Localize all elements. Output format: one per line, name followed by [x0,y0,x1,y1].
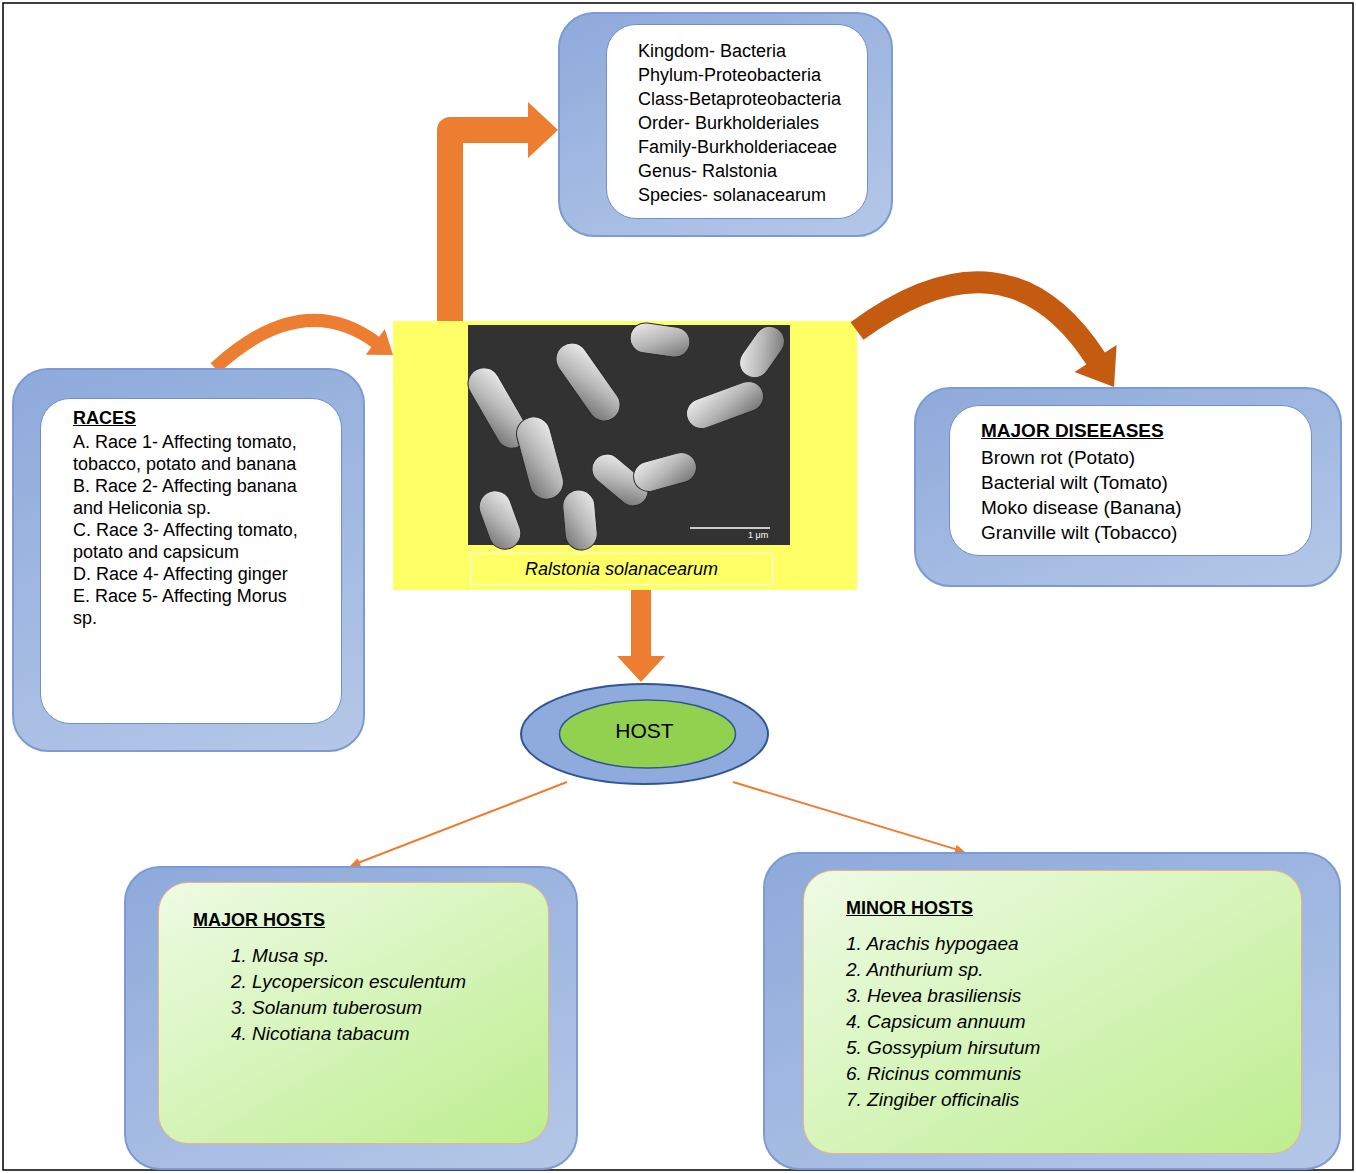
connector-arrow [350,782,567,867]
box-text: Genus- Ralstonia [638,159,863,183]
connector-arrow [733,782,965,853]
connector-arrow [215,320,393,368]
box-text: 5. Gossypium hirsutum [876,1035,1276,1061]
scale-bar-label: 1 μm [748,530,768,540]
minor-hosts-box: MINOR HOSTS 1. Arachis hypogaea2. Anthuri… [763,852,1341,1170]
organism-panel: Ralstonia solanacearum [393,321,857,590]
box-heading: MAJOR DISEEASES [981,418,1301,443]
box-text: 1. Musa sp. [261,943,476,969]
box-text: 7. Zingiber officinalis [876,1087,1276,1113]
text-column: MAJOR DISEEASESBrown rot (Potato)Bacteri… [950,406,1311,545]
inner-panel: RACESA. Race 1- Affecting tomato, tobacc… [40,398,342,724]
box-text: Brown rot (Potato) [981,445,1301,470]
box-text: 6. Ricinus communis [876,1061,1276,1087]
caption-text: Ralstonia solanacearum [525,559,718,580]
yellow-panel [393,321,857,590]
box-text: 1. Arachis hypogaea [876,931,1276,957]
box-text: E. Race 5- Affecting Morus sp. [73,585,313,629]
box-text: 2. Anthurium sp. [876,957,1276,983]
box-heading: RACES [73,407,313,429]
taxonomy-box: Kingdom- BacteriaPhylum-ProteobacteriaCl… [558,12,893,237]
box-text: A. Race 1- Affecting tomato, tobacco, po… [73,431,313,475]
inner-panel: MINOR HOSTS 1. Arachis hypogaea2. Anthuri… [803,870,1302,1154]
box-text: Granville wilt (Tobacco) [981,520,1301,545]
caption-box: Ralstonia solanacearum [470,553,773,585]
connector-arrow [450,102,558,321]
inner-panel: Kingdom- BacteriaPhylum-ProteobacteriaCl… [606,24,868,219]
host-circle: HOST [519,682,770,786]
box-text: 3. Solanum tuberosum [261,995,476,1021]
box-text: Class-Betaproteobacteria [638,87,863,111]
micrograph [462,320,790,553]
races-box: RACESA. Race 1- Affecting tomato, tobacc… [12,368,365,752]
box-text: Order- Burkholderiales [638,111,863,135]
diseases-box: MAJOR DISEEASESBrown rot (Potato)Bacteri… [914,387,1342,587]
box-text: Phylum-Proteobacteria [638,63,863,87]
box-text: C. Race 3- Affecting tomato, potato and … [73,519,313,563]
page-border [3,3,1353,1170]
inner-panel: MAJOR DISEEASESBrown rot (Potato)Bacteri… [949,405,1312,556]
box-text: D. Race 4- Affecting ginger [73,563,313,585]
connector-arrow [617,590,665,682]
connector-arrow [857,282,1117,387]
inner-panel: MAJOR HOSTS 1. Musa sp.2. Lycopersicon es… [158,882,549,1144]
text-column: MAJOR HOSTS 1. Musa sp.2. Lycopersicon es… [159,883,548,1047]
box-text: Bacterial wilt (Tomato) [981,470,1301,495]
box-text: 4. Nicotiana tabacum [261,1021,476,1047]
host-text: HOST [615,719,673,743]
box-heading: MINOR HOSTS [846,895,1266,921]
box-text: Species- solanacearum [638,183,863,207]
box-text: 3. Hevea brasiliensis [876,983,1276,1009]
text-column: Kingdom- BacteriaPhylum-ProteobacteriaCl… [607,25,867,207]
box-heading: MAJOR HOSTS [193,907,513,933]
text-column: MINOR HOSTS 1. Arachis hypogaea2. Anthuri… [804,871,1301,1113]
box-text: Moko disease (Banana) [981,495,1301,520]
box-text: 2. Lycopersicon esculentum [261,969,476,995]
box-text: Kingdom- Bacteria [638,39,863,63]
box-text: B. Race 2- Affecting banana and Heliconi… [73,475,313,519]
text-column: RACESA. Race 1- Affecting tomato, tobacc… [41,399,341,629]
major-hosts-box: MAJOR HOSTS 1. Musa sp.2. Lycopersicon es… [124,866,578,1170]
box-text: 4. Capsicum annuum [876,1009,1276,1035]
box-text: Family-Burkholderiaceae [638,135,863,159]
